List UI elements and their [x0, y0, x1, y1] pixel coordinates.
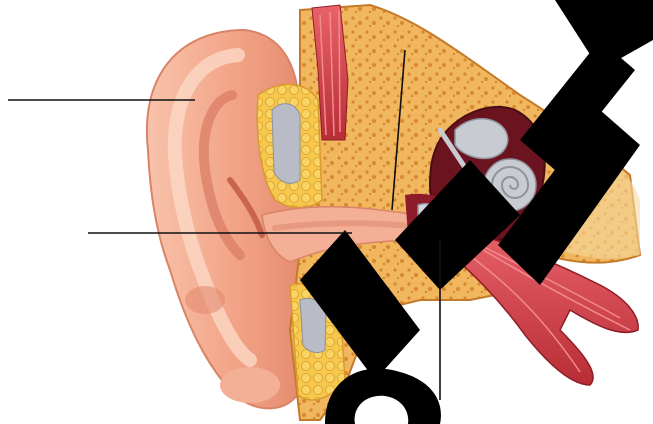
- watermark-stroke-6: [555, 0, 653, 70]
